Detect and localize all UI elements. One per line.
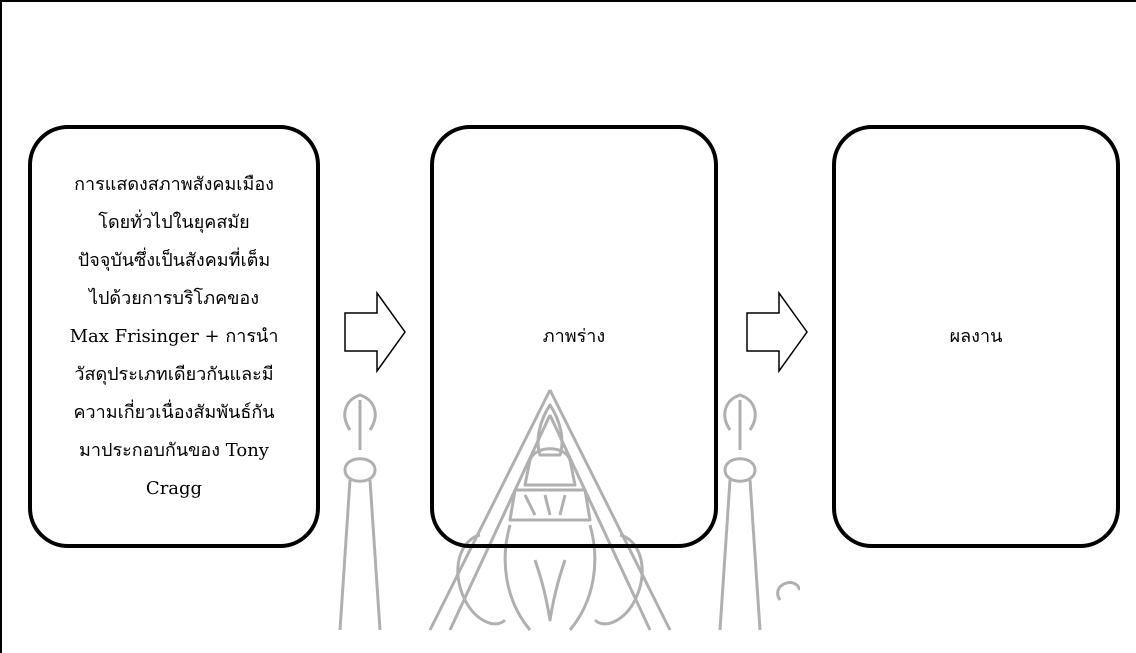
step-box-inspiration-text: การแสดงสภาพสังคมเมือง โดยทั่วไปในยุคสมัย… [58,166,291,508]
step-box-inspiration: การแสดงสภาพสังคมเมือง โดยทั่วไปในยุคสมัย… [28,125,320,548]
text-line: โดยทั่วไปในยุคสมัย [98,211,250,233]
text-line: วัสดุประเภทเดียวกันและมี [74,363,274,385]
step-box-sketch-label: ภาพร่าง [542,325,606,347]
text-line: ปัจจุบันซึ่งเป็นสังคมที่เต็ม [77,249,271,271]
text-line: มาประกอบกันของ Tony [79,439,269,461]
text-line: ไปด้วยการบริโภคของ [88,287,260,309]
step-box-artwork-label: ผลงาน [949,325,1003,347]
right-arrow-icon [746,291,808,373]
text-line: Max Frisinger + การนำ [69,325,279,347]
text-line: ความเกี่ยวเนื่องสัมพันธ์กัน [73,401,275,423]
right-arrow-icon [344,291,406,373]
step-box-sketch: ภาพร่าง [430,125,718,548]
step-box-artwork: ผลงาน [832,125,1120,548]
text-line: Cragg [145,477,203,499]
text-line: การแสดงสภาพสังคมเมือง [74,173,274,195]
